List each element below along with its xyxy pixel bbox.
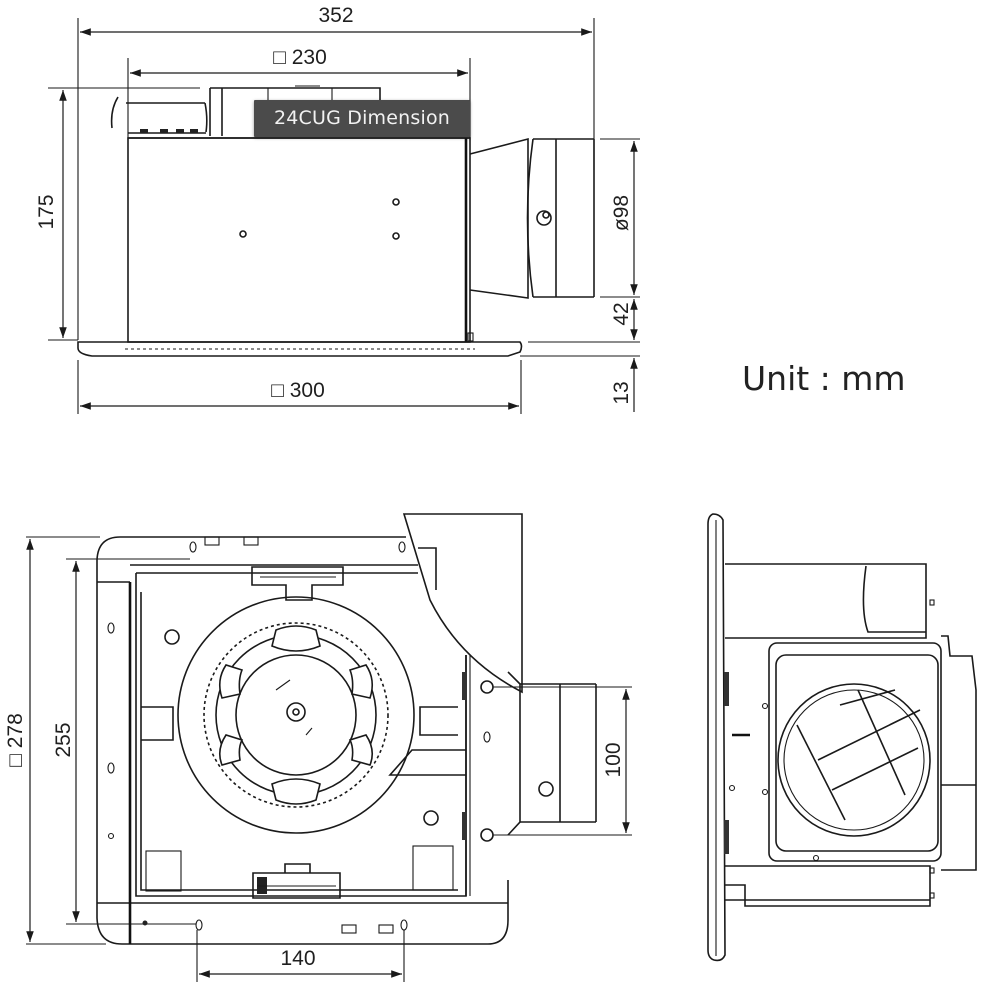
duct-opening [777, 683, 931, 837]
dim-grille-size: □ 278 [4, 713, 27, 767]
fan-outer-ring [177, 596, 415, 834]
dim-grille-thickness: 13 [610, 381, 633, 404]
dim-duct-height: 100 [602, 742, 625, 777]
side-view: 352 □ 230 175 [35, 4, 640, 414]
grille-plate-side [77, 341, 523, 357]
dim-duct-offset: 42 [610, 302, 633, 325]
dim-hole-spacing: 140 [280, 947, 315, 970]
end-view [707, 513, 977, 962]
dim-housing-width: □ 230 [273, 46, 327, 69]
dim-grille-width: □ 300 [271, 379, 325, 402]
unit-label: Unit : mm [742, 359, 906, 398]
dim-mount-span: 255 [52, 722, 75, 757]
dim-duct-diameter: ø98 [610, 195, 633, 231]
bottom-view: □ 278 255 [4, 513, 632, 982]
dim-height: 175 [35, 194, 58, 229]
dim-overall-width: 352 [318, 4, 353, 27]
housing-body [127, 137, 471, 343]
title-tooltip: 24CUG Dimension [254, 100, 470, 137]
